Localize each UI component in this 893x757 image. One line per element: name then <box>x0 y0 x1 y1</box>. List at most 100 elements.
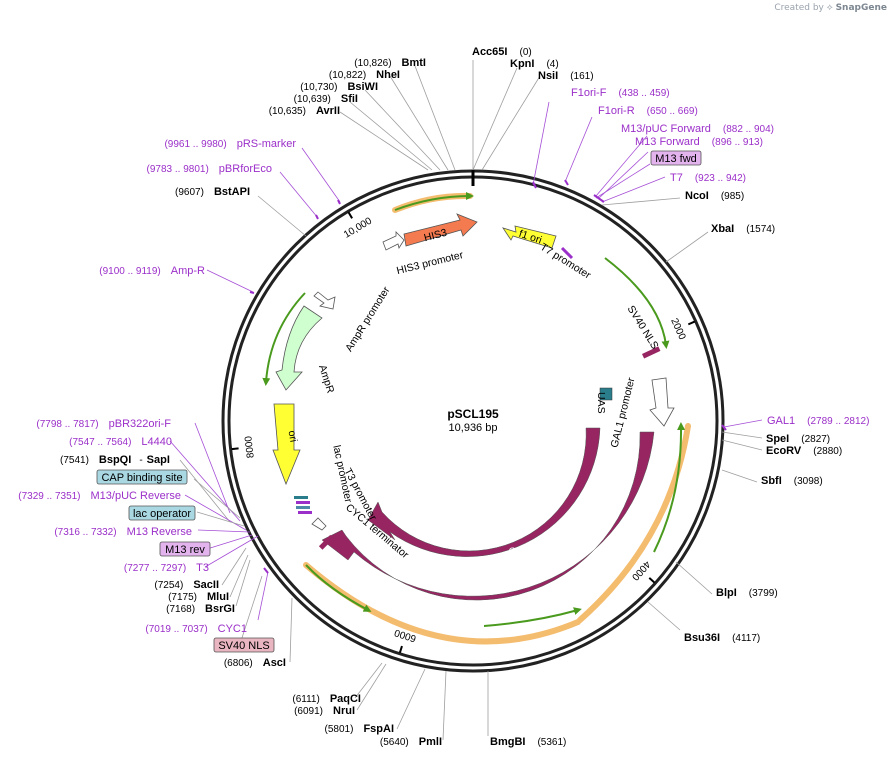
site-acc65i: Acc65I(0) <box>472 46 532 58</box>
his3-label: HIS3 <box>423 227 449 245</box>
box-lac-operator: lac operator <box>128 505 196 521</box>
feat-pbr322ori-f: (7798 .. 7817)pBR322ori-F <box>36 418 171 430</box>
tick-mark <box>687 320 696 326</box>
green-arrows <box>262 192 686 627</box>
f1ori-arrow <box>502 225 557 249</box>
tick-mark <box>347 211 353 219</box>
box-m13-fwd: M13 fwd <box>650 150 702 166</box>
feat-cyc1: (7019 .. 7037)CYC1 <box>145 623 247 635</box>
feat-gal1: GAL1(2789 .. 2812) <box>767 415 869 427</box>
site-bspqi: (7541)BspQI-SapI <box>60 454 170 466</box>
sv40-nls-mark <box>641 346 661 359</box>
site-pmli: (5640)PmlI <box>380 736 442 748</box>
feat-amp-r: (9100 .. 9119)Amp-R <box>99 265 205 277</box>
box-cap-binding-site: CAP binding site <box>96 469 188 485</box>
gal1-promoter-arrow <box>649 377 675 427</box>
cas9-arc-outer <box>321 431 655 601</box>
tick-label: 8000 <box>243 435 257 459</box>
feat-pbrforeco: (9783 .. 9801)pBRforEco <box>147 163 272 175</box>
his3-promoter-label: HIS3 promoter <box>395 249 465 277</box>
tick-mark <box>648 577 656 584</box>
site-bmti: (10,826)BmtI <box>354 57 426 69</box>
feat-f1ori-f: F1ori-F(438 .. 459) <box>571 87 670 99</box>
f1ori-label: f1 ori <box>517 228 543 247</box>
site-nsii: NsiI(161) <box>538 70 594 82</box>
tick-mark <box>231 447 239 451</box>
uas-label: UAS <box>595 392 607 414</box>
ampr-promoter-label: AmpR promoter <box>343 284 393 354</box>
site-bstapi: (9607)BstAPI <box>175 186 250 198</box>
his3-arrow <box>403 213 478 247</box>
site-sacii: (7254)SacII <box>154 579 219 591</box>
backbone-inner <box>227 175 719 667</box>
svg-text:CAP binding site: CAP binding site <box>101 472 182 484</box>
snapgene-logo-icon: ⟡ <box>826 3 833 13</box>
feat-t3: (7277 .. 7297)T3 <box>124 562 209 574</box>
site-asci: (6806)AscI <box>224 657 286 669</box>
site-nhei: (10,822)NheI <box>329 69 400 81</box>
tick-label: 2000 <box>668 317 687 342</box>
his3-promoter-arrow <box>382 231 405 251</box>
plasmid-name: pSCL195 <box>447 407 499 421</box>
primer-marks <box>249 179 727 574</box>
feat-m13puc-forward: M13/pUC Forward(882 .. 904) <box>621 123 774 135</box>
site-fspai: (5801)FspAI <box>325 723 394 735</box>
feat-m13puc-reverse: (7329 .. 7351)M13/pUC Reverse <box>18 490 181 502</box>
feat-m13-reverse: (7316 .. 7332)M13 Reverse <box>54 526 192 538</box>
plasmid-size: 10,936 bp <box>449 422 498 434</box>
backbone-outer <box>221 169 725 673</box>
site-mlui: (7175)MluI <box>168 591 229 603</box>
site-blpi: BlpI(3799) <box>716 587 778 599</box>
t3-promoter-arrow <box>311 517 327 531</box>
feat-prs-marker: (9961 .. 9980)pRS-marker <box>164 138 296 150</box>
site-paqci: (6111)PaqCI <box>292 693 361 705</box>
tick-label: 10,000 <box>342 215 374 240</box>
svg-text:M13 fwd: M13 fwd <box>655 153 697 165</box>
box-sv40-nls: SV40 NLS <box>213 637 275 653</box>
t7-promoter-label: T7 promoter <box>538 241 593 282</box>
site-labels: Acc65I(0) KpnI(4) NsiI(161) NcoI(985) Xb… <box>60 46 842 748</box>
svg-text:SV40 NLS: SV40 NLS <box>218 640 269 652</box>
site-ncoi: NcoI(985) <box>685 190 744 202</box>
gal1-promoter-label: GAL1 promoter <box>609 376 638 449</box>
site-spei: SpeI(2827) <box>766 433 830 445</box>
site-bmgbi: BmgBI(5361) <box>490 736 566 748</box>
site-sfii: (10,639)SfiI <box>294 93 358 105</box>
feat-l4440: (7547 .. 7564)L4440 <box>69 436 172 448</box>
cyc1-terminator-mark <box>318 534 334 550</box>
site-sbfi: SbfI(3098) <box>761 475 823 487</box>
svg-text:M13 rev: M13 rev <box>165 544 205 556</box>
lac-region-marks <box>294 496 312 514</box>
leader-layer <box>169 60 763 741</box>
cas9-arc-inner <box>367 427 601 557</box>
site-xbai: XbaI(1574) <box>711 223 775 235</box>
feat-f1ori-r: F1ori-R(650 .. 669) <box>598 105 698 117</box>
box-m13-rev: M13 rev <box>159 541 211 557</box>
site-nrui: (6091)NruI <box>294 705 355 717</box>
credit-prefix: Created by <box>774 3 824 13</box>
feat-m13-forward: M13 Forward(896 .. 913) <box>635 136 763 148</box>
svg-text:lac operator: lac operator <box>133 508 191 520</box>
ampr-arrow <box>275 305 323 391</box>
ampr-promoter-arrow <box>313 291 336 310</box>
site-bsiwi: (10,730)BsiWI <box>300 81 378 93</box>
feat-t7: T7(923 .. 942) <box>670 172 746 184</box>
box-labels: M13 fwd CAP binding site lac operator M1… <box>96 150 702 653</box>
ori-label: ori <box>286 430 300 444</box>
site-ecorv: EcoRV(2880) <box>766 445 842 457</box>
credit-brand: SnapGene <box>835 3 887 13</box>
cas9-label-outer: Cas9 <box>524 593 550 612</box>
snapgene-credit: Created by ⟡ SnapGene <box>774 3 887 13</box>
site-kpni: KpnI(4) <box>510 58 559 70</box>
site-bsrgi: (7168)BsrGI <box>166 603 235 615</box>
ori-arrow <box>272 403 301 486</box>
sv40-nls-inner-label: SV40 NLS <box>625 303 661 351</box>
t7-promoter-mark <box>560 246 574 260</box>
site-bsu36i: Bsu36I(4117) <box>684 632 760 644</box>
uas-mark <box>599 387 613 401</box>
ampr-label: AmpR <box>316 363 337 395</box>
feature-labels: F1ori-F(438 .. 459) F1ori-R(650 .. 669) … <box>18 87 869 635</box>
site-avrii: (10,635)AvrII <box>269 105 340 117</box>
tick-mark <box>398 645 403 654</box>
